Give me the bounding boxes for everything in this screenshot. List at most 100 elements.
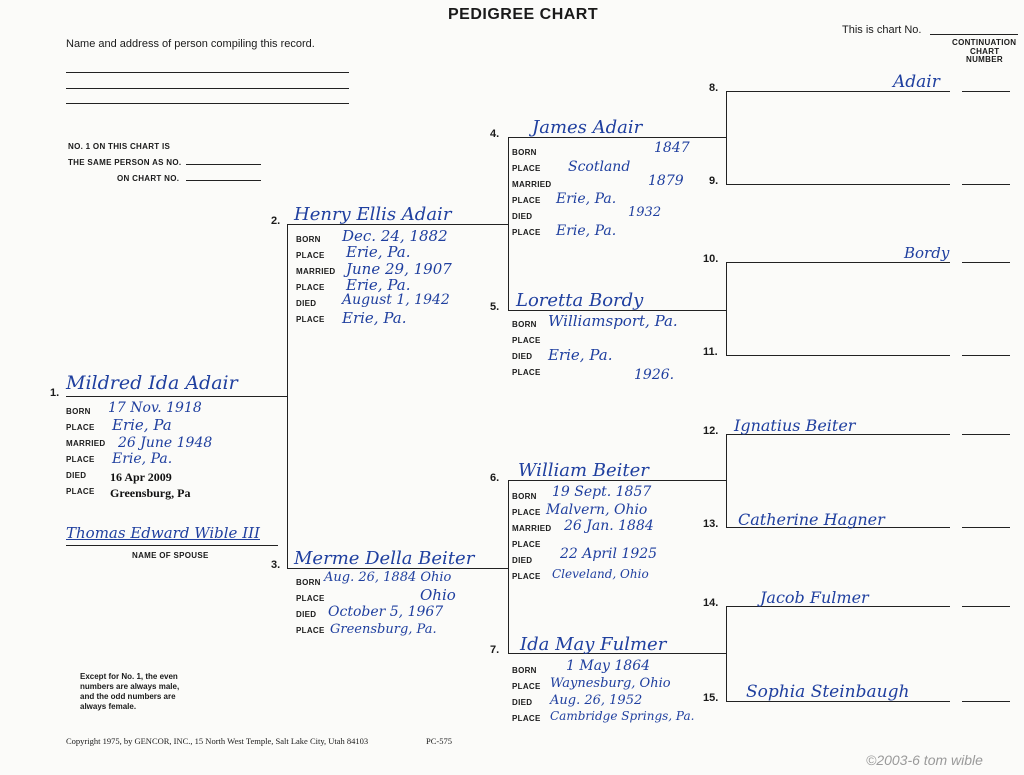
p4-married-place: Erie, Pa. xyxy=(556,191,617,207)
p7-place-label-2: PLACE xyxy=(512,714,541,723)
compiler-line-1 xyxy=(66,72,349,73)
person-8-name: Adair xyxy=(893,72,940,92)
person-7-name: Ida May Fulmer xyxy=(520,634,667,655)
p7-born-place: Waynesburg, Ohio xyxy=(550,676,671,691)
connector-1 xyxy=(287,224,288,569)
line-person-7 xyxy=(508,653,727,654)
p2-born: Dec. 24, 1882 xyxy=(342,227,448,245)
line-person-15 xyxy=(726,701,950,702)
line-person-9 xyxy=(726,184,950,185)
p4-born: 1847 xyxy=(654,140,690,156)
p1-married-place: Erie, Pa. xyxy=(112,451,173,467)
p1-died-label: DIED xyxy=(66,471,87,480)
person-10-name: Bordy xyxy=(904,244,950,262)
copyright-text: Copyright 1975, by GENCOR, INC., 15 Nort… xyxy=(66,736,369,746)
p4-married: 1879 xyxy=(648,173,684,189)
p3-born-label: BORN xyxy=(296,578,321,587)
number-9: 9. xyxy=(709,175,719,187)
no1-line-3: ON CHART NO. xyxy=(117,174,180,183)
p7-died: Aug. 26, 1952 xyxy=(550,693,643,708)
p4-place-label-1: PLACE xyxy=(512,164,541,173)
watermark: ©2003-6 tom wible xyxy=(866,752,983,768)
compiler-line-2 xyxy=(66,88,349,89)
p2-place-label-2: PLACE xyxy=(296,283,325,292)
cont-line-11 xyxy=(962,355,1010,356)
p2-died: August 1, 1942 xyxy=(342,292,450,308)
number-14: 14. xyxy=(703,597,719,609)
p1-born-place: Erie, Pa xyxy=(112,416,172,434)
line-person-13 xyxy=(726,527,950,528)
connector-3 xyxy=(508,480,509,654)
p1-place-label-2: PLACE xyxy=(66,455,95,464)
number-7: 7. xyxy=(490,644,500,656)
p6-married-label: MARRIED xyxy=(512,524,552,533)
line-person-1 xyxy=(66,396,288,397)
cont-line-12 xyxy=(962,434,1010,435)
p3-born: Aug. 26, 1884 Ohio xyxy=(324,570,452,585)
p1-place-label-3: PLACE xyxy=(66,487,95,496)
number-3: 3. xyxy=(271,559,281,571)
p5-died: Erie, Pa. xyxy=(548,346,613,364)
cont-line-9 xyxy=(962,184,1010,185)
person-3-name: Merme Della Beiter xyxy=(294,548,475,569)
connector-2 xyxy=(508,137,509,310)
p6-born-label: BORN xyxy=(512,492,537,501)
number-5: 5. xyxy=(490,301,500,313)
line-person-6 xyxy=(508,480,727,481)
p5-died-place: 1926. xyxy=(634,367,675,383)
cont-line-10 xyxy=(962,262,1010,263)
p6-place-label-2: PLACE xyxy=(512,540,541,549)
p5-born: Williamsport, Pa. xyxy=(548,312,678,330)
spouse-line xyxy=(66,545,278,546)
number-8: 8. xyxy=(709,82,719,94)
p6-died: 22 April 1925 xyxy=(560,546,658,562)
person-6-name: William Beiter xyxy=(518,460,649,481)
p4-born-label: BORN xyxy=(512,148,537,157)
form-code: PC-575 xyxy=(426,736,452,746)
no1-line-2: THE SAME PERSON AS NO. xyxy=(68,158,182,167)
p2-place-label-3: PLACE xyxy=(296,315,325,324)
line-person-5 xyxy=(508,310,727,311)
p3-died-place: Greensburg, Pa. xyxy=(330,622,437,637)
person-12-name: Ignatius Beiter xyxy=(734,416,856,435)
p1-died-place: Greensburg, Pa xyxy=(110,486,191,500)
p6-died-label: DIED xyxy=(512,556,533,565)
line-person-11 xyxy=(726,355,950,356)
gender-note: Except for No. 1, the even numbers are a… xyxy=(80,672,180,711)
chart-no-line xyxy=(930,34,1018,35)
person-5-name: Loretta Bordy xyxy=(516,290,644,311)
p7-place-label-1: PLACE xyxy=(512,682,541,691)
p5-place-label-2: PLACE xyxy=(512,368,541,377)
number-10: 10. xyxy=(703,253,719,265)
p7-died-place: Cambridge Springs, Pa. xyxy=(550,709,695,723)
p5-place-label-1: PLACE xyxy=(512,336,541,345)
number-1: 1. xyxy=(50,387,60,399)
no1-field-2 xyxy=(186,180,261,181)
cont-line-8 xyxy=(962,91,1010,92)
p1-died: 16 Apr 2009 xyxy=(110,470,172,484)
p4-married-label: MARRIED xyxy=(512,180,552,189)
no1-field-1 xyxy=(186,164,261,165)
cont-line-15 xyxy=(962,701,1010,702)
number-15: 15. xyxy=(703,692,719,704)
continuation-label-1: CONTINUATION xyxy=(952,38,1017,47)
connector-5 xyxy=(726,262,727,356)
p4-place-label-2: PLACE xyxy=(512,196,541,205)
continuation-label-3: NUMBER xyxy=(966,55,1003,64)
p4-place-label-3: PLACE xyxy=(512,228,541,237)
spouse-label: NAME OF SPOUSE xyxy=(132,551,209,560)
p3-place-label-2: PLACE xyxy=(296,626,325,635)
person-2-name: Henry Ellis Adair xyxy=(294,204,452,225)
person-15-name: Sophia Steinbaugh xyxy=(746,682,910,702)
p6-married: 26 Jan. 1884 xyxy=(564,518,654,534)
line-person-3 xyxy=(287,568,509,569)
person-4-name: James Adair xyxy=(532,117,643,138)
no1-line-1: NO. 1 ON THIS CHART IS xyxy=(68,142,171,151)
p5-died-label: DIED xyxy=(512,352,533,361)
p2-place-label-1: PLACE xyxy=(296,251,325,260)
p7-born: 1 May 1864 xyxy=(566,658,651,674)
p2-born-label: BORN xyxy=(296,235,321,244)
p7-died-label: DIED xyxy=(512,698,533,707)
number-13: 13. xyxy=(703,518,719,530)
